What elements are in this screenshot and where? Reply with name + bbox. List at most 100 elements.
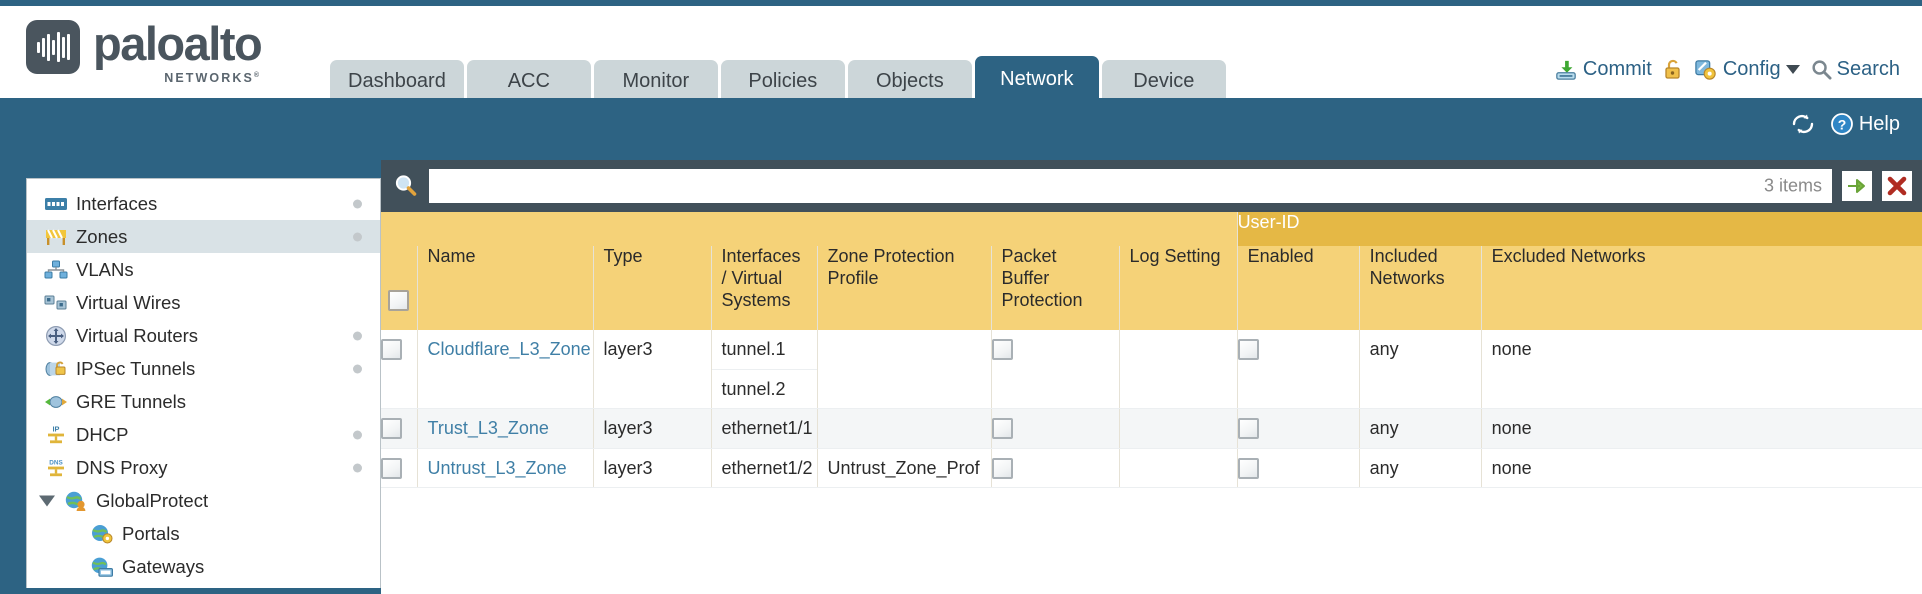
tab-acc[interactable]: ACC xyxy=(466,60,591,102)
column-header-name[interactable]: Name xyxy=(417,246,594,330)
select-all-checkbox[interactable] xyxy=(388,290,410,312)
tab-network[interactable]: Network xyxy=(974,56,1099,102)
cell-excluded-networks: none xyxy=(1481,408,1922,449)
sidebar-item-status-dot-icon xyxy=(353,232,362,241)
svg-text:DNS: DNS xyxy=(49,459,63,466)
lock-icon xyxy=(1663,59,1683,81)
tab-label: Dashboard xyxy=(348,69,446,92)
sidebar-item-status-dot-icon xyxy=(353,430,362,439)
config-dropdown[interactable]: Config xyxy=(1694,58,1800,81)
sidebar-item-zones[interactable]: Zones xyxy=(27,220,380,253)
cell-log-setting xyxy=(1119,408,1238,449)
clear-filter-button[interactable] xyxy=(1882,171,1912,201)
sidebar-item-ipsec-tunnels[interactable]: IPSec Tunnels xyxy=(27,352,380,385)
column-header-zone-protection-profile[interactable]: Zone Protection Profile xyxy=(817,246,992,330)
search-input[interactable] xyxy=(429,169,1832,203)
sidebar-item-virtual-wires[interactable]: Virtual Wires xyxy=(27,286,380,319)
brand-name: paloalto xyxy=(93,17,263,70)
tab-objects[interactable]: Objects xyxy=(847,60,972,102)
sidebar-item-status-dot-icon xyxy=(353,364,362,373)
search-button[interactable]: Search xyxy=(1811,58,1900,81)
vlans-icon xyxy=(43,259,69,281)
sidebar-item-label: Gateways xyxy=(122,555,205,577)
commit-button[interactable]: Commit xyxy=(1554,58,1652,81)
zone-type-value: layer3 xyxy=(603,418,653,439)
tab-monitor[interactable]: Monitor xyxy=(593,60,718,102)
zone-protection-profile-value: Untrust_Zone_Prof xyxy=(827,457,980,478)
lock-button[interactable] xyxy=(1663,59,1683,81)
cell-excluded-networks: none xyxy=(1481,330,1922,410)
interface-entry: tunnel.1 xyxy=(711,330,817,370)
sidebar-item-interfaces[interactable]: Interfaces xyxy=(27,187,380,220)
packet-buffer-protection-checkbox[interactable] xyxy=(991,418,1013,440)
chevron-down-icon xyxy=(1785,65,1800,74)
commit-label: Commit xyxy=(1582,58,1652,80)
sidebar-item-label: GlobalProtect xyxy=(96,489,209,511)
row-select-cell xyxy=(381,408,418,449)
help-button[interactable]: ? Help xyxy=(1830,112,1900,136)
cell-name: Cloudflare_L3_Zone xyxy=(417,330,594,410)
tab-device[interactable]: Device xyxy=(1101,60,1226,102)
help-question-icon: ? xyxy=(1830,112,1854,136)
userid-enabled-checkbox[interactable] xyxy=(1237,418,1259,440)
userid-enabled-checkbox[interactable] xyxy=(1237,339,1259,360)
column-header-enabled[interactable]: Enabled xyxy=(1237,246,1360,330)
row-checkbox[interactable] xyxy=(381,339,402,360)
included-networks-value: any xyxy=(1369,418,1399,439)
zone-name-link[interactable]: Cloudflare_L3_Zone xyxy=(427,339,591,359)
column-header-log-setting[interactable]: Log Setting xyxy=(1119,246,1238,330)
interface-entry: ethernet1/2 xyxy=(721,457,813,478)
userid-enabled-checkbox[interactable] xyxy=(1237,457,1259,479)
row-checkbox[interactable] xyxy=(381,457,402,479)
packet-buffer-protection-checkbox[interactable] xyxy=(991,339,1013,360)
expand-collapse-triangle-icon[interactable] xyxy=(39,495,55,506)
svg-text:?: ? xyxy=(1838,117,1847,133)
virtual-wires-icon xyxy=(43,292,69,314)
sidebar-item-status-dot-icon xyxy=(353,463,362,472)
excluded-networks-value: none xyxy=(1491,339,1532,359)
column-header-packet-buffer-protection[interactable]: Packet Buffer Protection xyxy=(991,246,1120,330)
zone-name-link[interactable]: Untrust_L3_Zone xyxy=(427,457,567,478)
tab-label: Objects xyxy=(875,69,944,92)
column-header-type[interactable]: Type xyxy=(593,246,712,330)
tab-dashboard[interactable]: Dashboard xyxy=(330,60,464,102)
cell-userid-enabled xyxy=(1237,448,1360,489)
table-row[interactable]: Untrust_L3_Zone layer3 ethernet1/2 Untrust_… xyxy=(381,448,1922,489)
zones-icon xyxy=(43,226,69,248)
cell-type: layer3 xyxy=(593,448,712,489)
row-checkbox[interactable] xyxy=(381,418,402,440)
portals-icon xyxy=(89,523,115,545)
search-icon xyxy=(1811,59,1832,80)
row-select-cell xyxy=(381,330,418,410)
ipsec-tunnels-icon xyxy=(43,358,69,380)
commit-download-icon xyxy=(1554,59,1578,81)
sidebar-item-vlans[interactable]: VLANs xyxy=(27,253,380,286)
packet-buffer-protection-checkbox[interactable] xyxy=(991,457,1013,479)
cell-name: Untrust_L3_Zone xyxy=(417,448,594,489)
sidebar-item-virtual-routers[interactable]: Virtual Routers xyxy=(27,319,380,352)
sidebar-item-globalprotect[interactable]: GlobalProtect xyxy=(27,484,380,517)
column-header-included-networks[interactable]: Included Networks xyxy=(1359,246,1482,330)
column-header-excluded-networks[interactable]: Excluded Networks xyxy=(1481,246,1922,330)
tab-policies[interactable]: Policies xyxy=(720,60,845,102)
column-header-interfaces-virtual-systems[interactable]: Interfaces / Virtual Systems xyxy=(711,246,818,330)
apply-filter-button[interactable] xyxy=(1842,171,1872,201)
cell-type: layer3 xyxy=(593,408,712,449)
sidebar-item-gateways[interactable]: Gateways xyxy=(27,550,380,583)
zone-type-value: layer3 xyxy=(603,457,653,478)
cell-userid-enabled xyxy=(1237,330,1360,410)
refresh-icon[interactable] xyxy=(1790,112,1816,136)
sidebar-item-status-dot-icon xyxy=(353,331,362,340)
zone-name-link[interactable]: Trust_L3_Zone xyxy=(427,418,549,439)
sidebar-item-gre-tunnels[interactable]: GRE Tunnels xyxy=(27,385,380,418)
sidebar-item-portals[interactable]: Portals xyxy=(27,517,380,550)
help-label: Help xyxy=(1858,112,1900,135)
top-right-actions: Commit xyxy=(1554,58,1900,81)
search-magnifier-icon[interactable] xyxy=(393,173,419,199)
